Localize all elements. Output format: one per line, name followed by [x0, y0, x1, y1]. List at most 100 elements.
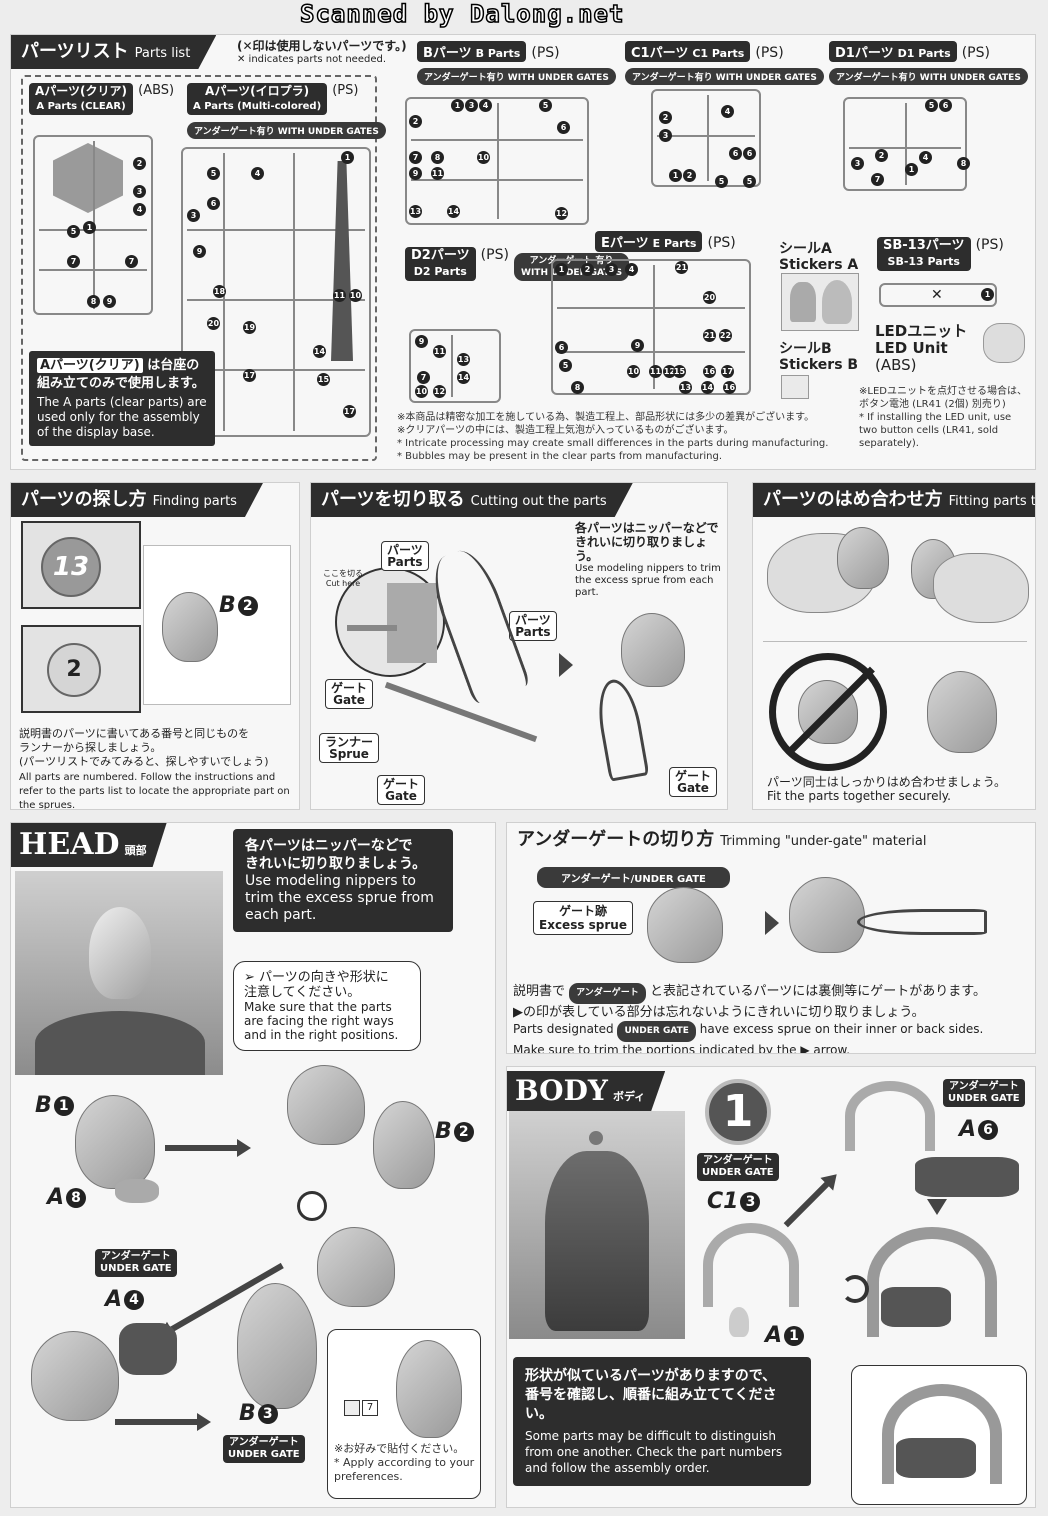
part-number-2: 2: [47, 643, 101, 697]
head-part-b3-inner: [317, 1227, 395, 1307]
body-arrow-down: [927, 1199, 947, 1215]
runner-illustration: [384, 681, 538, 743]
cut-instructions: 各パーツはニッパーなどで きれいに切り取りましょう。 Use modeling …: [575, 521, 721, 598]
rotate-arrow: [841, 1275, 869, 1303]
led-note: ※LEDユニットを点灯させる場合は、ボタン電池 (LR41 (2個) 別売り) …: [859, 386, 1027, 449]
arrow-to-b3: [115, 1413, 211, 1431]
body-part-asm-2b: [881, 1287, 951, 1327]
a-parts-box: [21, 75, 377, 461]
part-number-13: 13: [41, 537, 101, 597]
cut-magnifier: [335, 567, 445, 677]
cut-part-figure: [621, 613, 685, 687]
head-part-b1: [75, 1095, 155, 1189]
head-tip: 各パーツはニッパーなどで きれいに切り取りましょう。 Use modeling …: [233, 829, 453, 932]
undergate-pill: アンダーゲート/UNDER GATE: [537, 867, 730, 888]
x-note: (✕印は使用しないパーツです。) ✕ indicates parts not n…: [237, 39, 407, 65]
head-panel: HEAD 頭部 各パーツはニッパーなどで きれいに切り取りましょう。 Use m…: [10, 822, 496, 1508]
fitting-instructions: パーツ同士はしっかりはめ合わせましょう。 Fit the parts toget…: [767, 775, 1007, 803]
sb13-sprue: ✕ 1: [879, 283, 997, 307]
head-part-b3: [237, 1283, 317, 1409]
head-direction-note: ➢ パーツの向きや形状に 注意してください。 Make sure that th…: [233, 961, 421, 1051]
parts-footnotes: ※本商品は精密な加工を施している為、製造工程上、部品形状には多少の差異がございま…: [397, 412, 829, 462]
undergate-part-after: [789, 877, 865, 953]
undergate-arrow: [765, 911, 779, 935]
arrow-b1-to-b2: [165, 1139, 251, 1157]
body-preview: [509, 1111, 685, 1339]
finding-runner-bottom: 2: [21, 625, 141, 713]
a-clear-sprue: 1 2 3 4 5 7 7 8 9: [33, 135, 153, 315]
scanner-watermark: Scanned by Dalong.net: [299, 0, 625, 29]
sticker-number: 7: [362, 1400, 378, 1416]
led-unit-image: [983, 323, 1025, 363]
undergate-nipper: [857, 909, 987, 935]
head-preview: [15, 871, 223, 1075]
body-part-a1: [729, 1307, 749, 1337]
prohibited-icon: [769, 653, 887, 771]
nipper-closeup: [592, 676, 650, 782]
head-title: HEAD 頭部: [11, 823, 167, 867]
sticker-b-sheet: [781, 375, 809, 399]
a-clear-only-note: Aパーツ(クリア) は台座の 組み立てのみで使用します。 The A parts…: [29, 351, 215, 446]
body-result-box: [851, 1365, 1027, 1505]
a-clear-header: Aパーツ(クリア)A Parts (CLEAR) (ABS): [29, 83, 174, 115]
step-number: 1: [705, 1079, 771, 1145]
sticker-preference-note: ※お好みで貼付ください。* Apply according to your pr…: [334, 1442, 475, 1483]
sticker-a-sheet: [781, 273, 859, 331]
sticker-box: 7 ※お好みで貼付ください。* Apply according to your …: [327, 1329, 481, 1499]
body-part-a6: [915, 1157, 1019, 1197]
finding-part-box: [143, 545, 291, 705]
finding-instructions: 説明書のパーツに書いてある番号と同じものをランナーから探しましょう。(パーツリス…: [19, 727, 290, 810]
fitting-divider: [763, 641, 1027, 642]
head-part-b2-b: [373, 1101, 435, 1189]
cut-arrow: [559, 653, 573, 677]
a-multi-sprue: 1 5 4 6 3 9 18 20 11 10 14 19 15 17 17: [181, 147, 371, 437]
fitting-part-left: [837, 527, 889, 589]
body-arrow-up: [783, 1180, 831, 1228]
fitting-part-correct: [927, 671, 997, 753]
body-part-asm-1: [845, 1081, 935, 1151]
head-part-b2-a: [287, 1065, 365, 1145]
undergate-instructions: 説明書で アンダーゲート と表記されているパーツには裏側等にゲートがあります。 …: [513, 983, 986, 1054]
fitting-hand-right: [933, 553, 1029, 623]
